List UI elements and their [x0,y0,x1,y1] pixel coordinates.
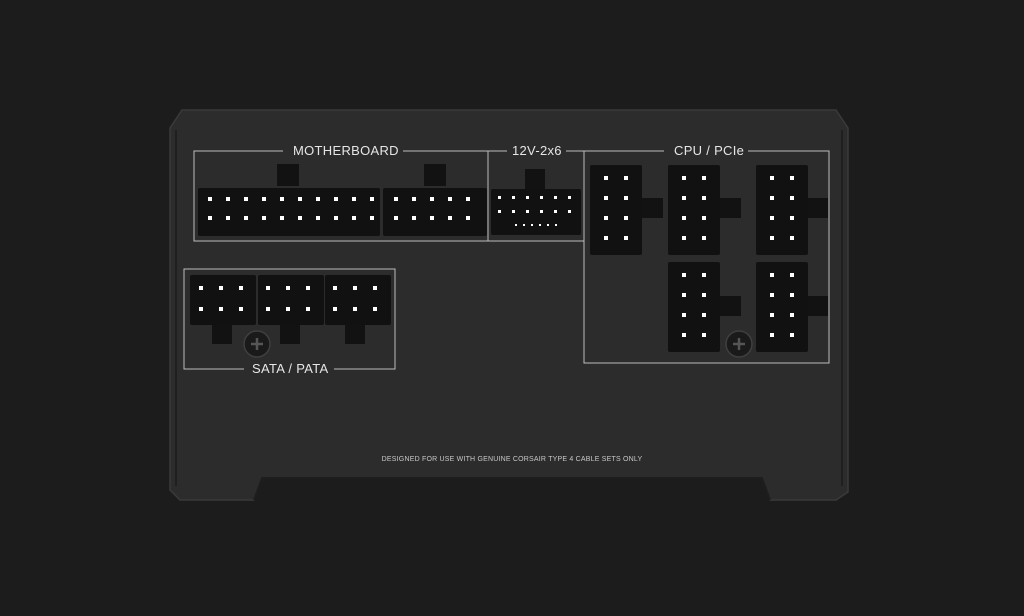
sata-pata-connector [258,275,324,344]
screw-icon [243,330,271,358]
cpu-pcie-label: CPU / PCIe [670,144,749,158]
sata-pata-connector [325,275,391,344]
motherboard-connector-20pin [198,164,380,236]
cpu-pcie-connector [756,165,828,255]
cpu-pcie-connector [668,262,741,352]
cable-compatibility-note: DESIGNED FOR USE WITH GENUINE CORSAIR TY… [381,456,643,463]
cpu-pcie-connector [590,165,663,255]
cpu-pcie-connector [756,262,828,352]
screw-icon [725,330,753,358]
motherboard-label: MOTHERBOARD [289,144,403,158]
sata-pata-connector [190,275,256,344]
twelve-v-2x6-connector [491,169,581,235]
sata-pata-label: SATA / PATA [248,362,333,376]
twelve-v-label: 12V-2x6 [508,144,566,158]
motherboard-connector-8pin [383,164,487,236]
cpu-pcie-connector [668,165,741,255]
